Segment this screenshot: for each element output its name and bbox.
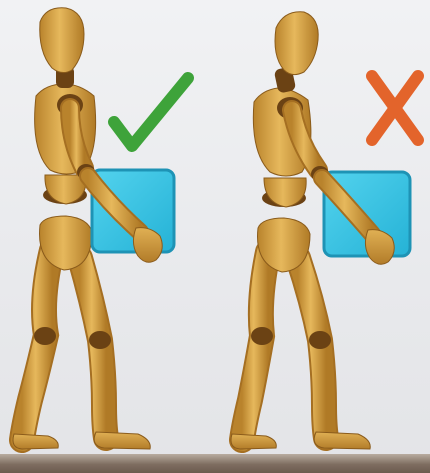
checkmark-icon — [114, 78, 188, 146]
cross-icon — [372, 76, 418, 140]
mannequin-correct — [13, 8, 174, 449]
mannequin-incorrect — [231, 12, 410, 449]
